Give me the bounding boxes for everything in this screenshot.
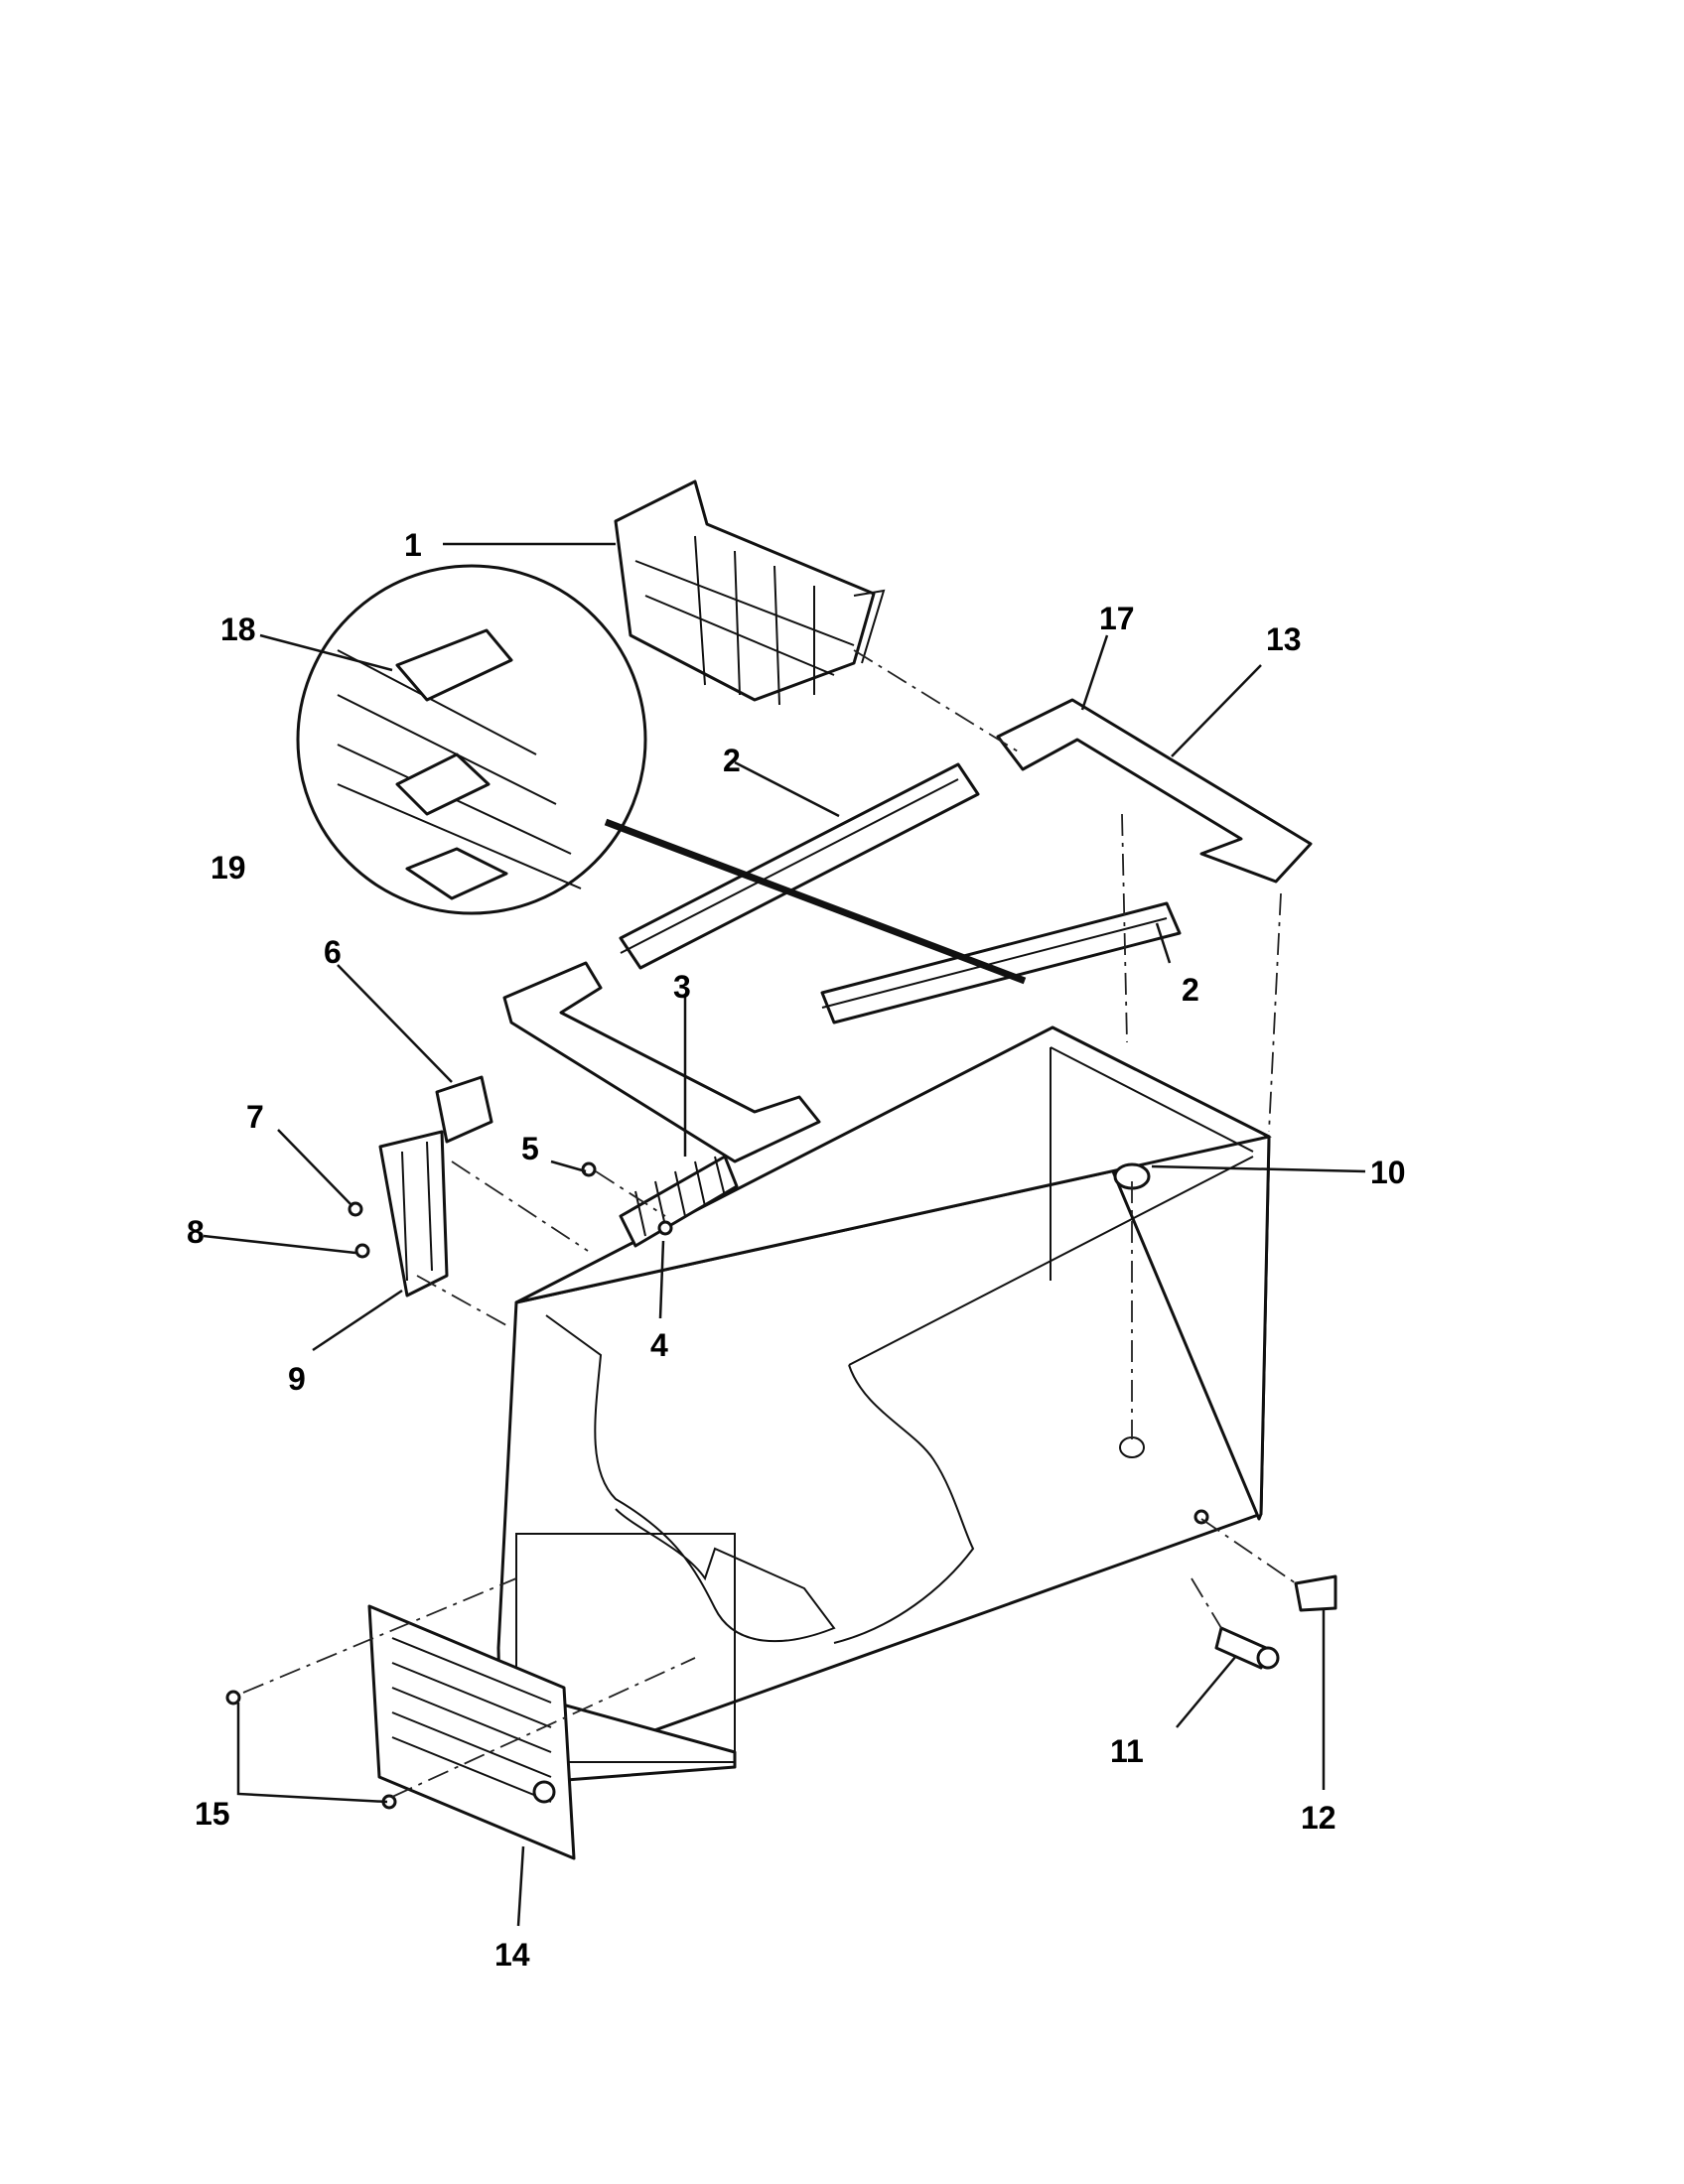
callout-5: 5 [521,1131,539,1166]
leader-lines [203,542,1366,1927]
rail-lower [820,901,1182,1024]
rail-upper [619,762,980,970]
callout-13: 13 [1266,621,1302,657]
detail-circle [296,564,647,915]
screw-15a [225,1690,241,1706]
breaker-strip-left [502,961,821,1163]
drain-plug [1294,1574,1337,1612]
assembly-lines [242,649,1297,1798]
callout-1: 1 [404,527,422,563]
callout-2-upper: 2 [723,743,741,778]
callout-10: 10 [1370,1155,1406,1190]
callout-19: 19 [210,850,246,886]
breaker-strip-right [996,698,1313,884]
callout-7: 7 [246,1099,264,1135]
callout-12: 12 [1301,1800,1336,1836]
drain-tube [1214,1626,1280,1670]
hinge-assembly [348,1075,673,1297]
callout-4: 4 [650,1327,668,1363]
callout-11: 11 [1110,1733,1144,1769]
wire-basket [614,479,886,706]
callout-9: 9 [288,1361,306,1397]
callouts: 1 2 2 3 4 5 6 7 8 9 10 11 12 13 14 15 17… [187,527,1406,1973]
callout-3: 3 [673,969,691,1005]
callout-17: 17 [1099,601,1135,636]
detail-pointer [604,818,1027,985]
freezer-cabinet [496,1025,1272,1787]
callout-2-lower: 2 [1182,972,1199,1008]
callout-8: 8 [187,1214,205,1250]
front-grille [367,1604,576,1860]
callout-14: 14 [494,1937,530,1973]
callout-18: 18 [220,612,256,647]
callout-6: 6 [324,934,342,970]
condenser [619,1155,739,1248]
callout-15: 15 [195,1796,230,1832]
